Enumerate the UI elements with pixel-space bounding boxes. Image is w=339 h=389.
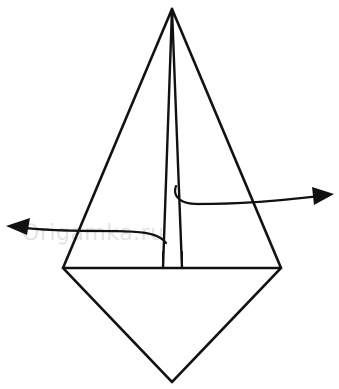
kite-bottom-triangle [63, 268, 281, 382]
left-arrowhead-icon [6, 218, 30, 235]
left-flap-edge [163, 9, 172, 268]
kite-right-edge [172, 9, 281, 268]
right-flap-edge [172, 9, 182, 268]
right-arrowhead-icon [312, 187, 334, 205]
